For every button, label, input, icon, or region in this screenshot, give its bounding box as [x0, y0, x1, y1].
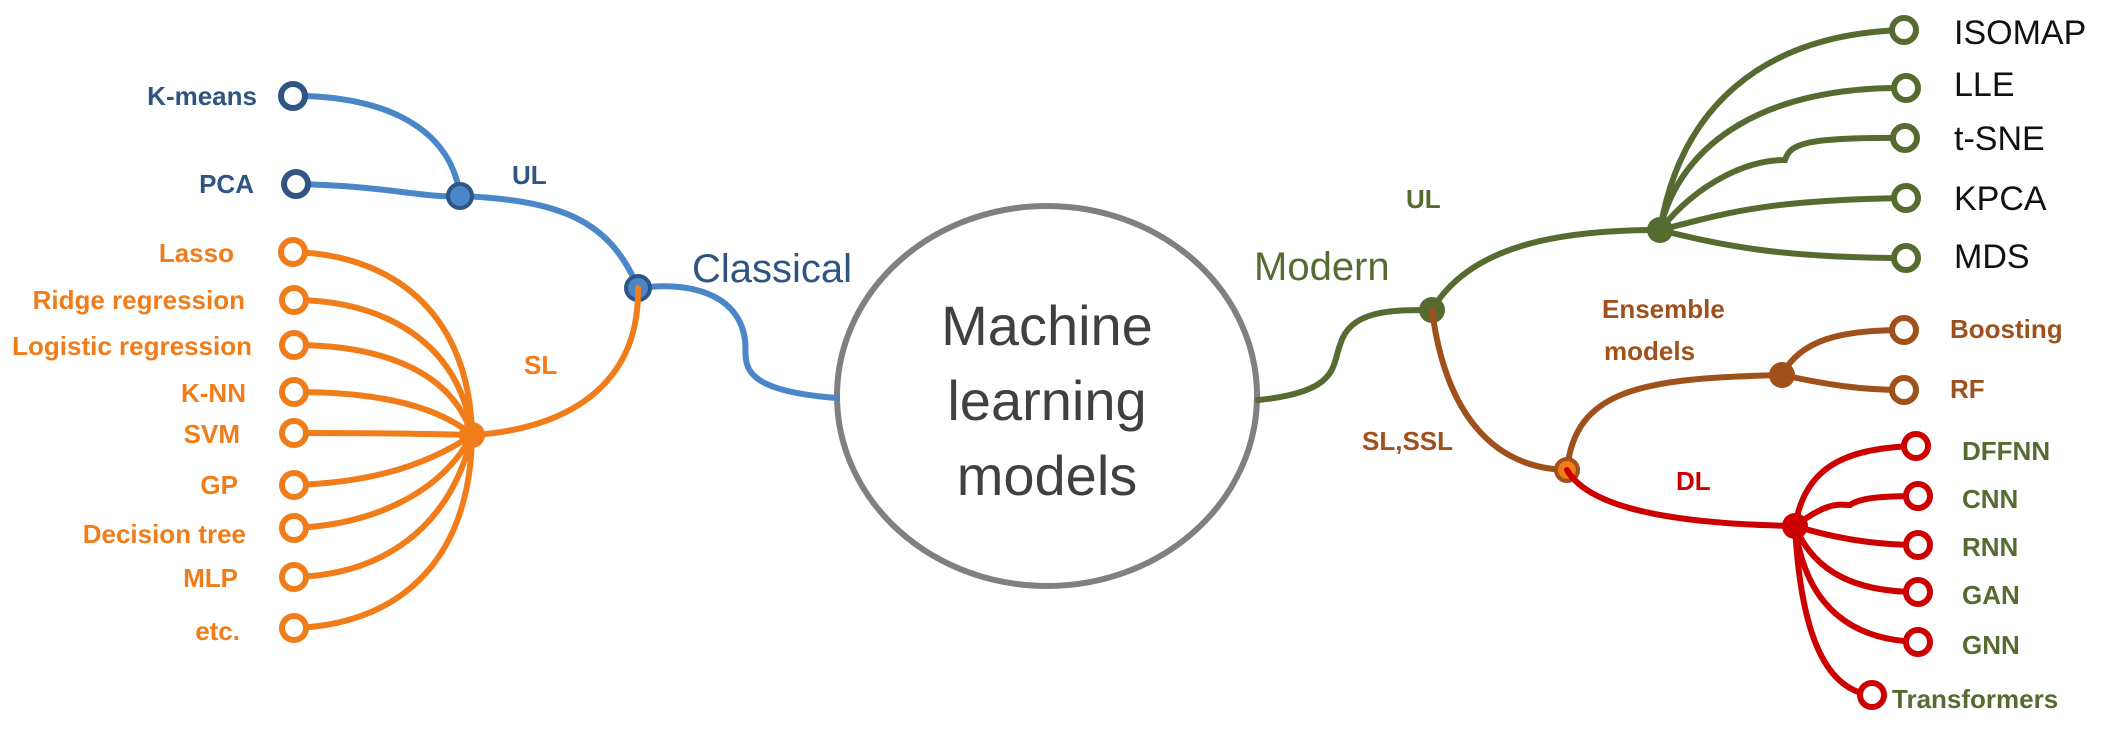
- ensemble-link: [1564, 372, 1785, 473]
- modern-label: Modern: [1254, 245, 1390, 289]
- dl-branch: [1564, 443, 1921, 698]
- gan-leaf[interactable]: [1903, 577, 1933, 607]
- classical-ul-pca-link: [293, 181, 463, 200]
- modern-sl-label: SL,SSL: [1362, 426, 1453, 456]
- decision-tree-leaf[interactable]: [279, 513, 309, 543]
- center-title-line1: Machine: [941, 294, 1153, 357]
- gan-label: GAN: [1962, 580, 2020, 610]
- classical-label: Classical: [692, 247, 852, 291]
- center-title-line3: models: [957, 444, 1138, 507]
- tsne-label: t-SNE: [1954, 120, 2045, 158]
- modern-trunk: [1255, 307, 1435, 403]
- decision-tree-label: Decision tree: [83, 519, 246, 549]
- modern-branch: [1255, 27, 1909, 403]
- ensemble-label-line1: Ensemble: [1602, 294, 1725, 324]
- classical-ul-kmeans-link: [290, 92, 463, 199]
- classical-ul-hub: [446, 182, 474, 210]
- classical-sl-label: SL: [524, 350, 557, 380]
- mlp-leaf[interactable]: [279, 562, 309, 592]
- etc-leaf[interactable]: [279, 613, 309, 643]
- classical-sl-link: [469, 285, 642, 438]
- boosting-leaf[interactable]: [1889, 315, 1919, 345]
- modern-sl-branch: [1429, 307, 1907, 473]
- pca-leaf[interactable]: [281, 169, 311, 199]
- dl-labels: DFFNN CNN RNN GAN GNN Transformers: [1892, 436, 2058, 714]
- gnn-label: GNN: [1962, 630, 2020, 660]
- ridge-label: Ridge regression: [33, 285, 245, 315]
- modern-ul-labels: ISOMAP LLE t-SNE KPCA MDS: [1954, 14, 2086, 276]
- isomap-label: ISOMAP: [1954, 14, 2086, 52]
- lasso-leaf[interactable]: [278, 237, 308, 267]
- dl-link: [1564, 467, 1798, 529]
- modern-ul-link: [1429, 227, 1663, 313]
- ensemble-label-line2: models: [1604, 336, 1695, 366]
- modern-ul-leaves: [1889, 15, 1921, 273]
- boosting-label: Boosting: [1950, 314, 2063, 344]
- kpca-leaf[interactable]: [1891, 183, 1921, 213]
- gnn-leaf[interactable]: [1903, 627, 1933, 657]
- lle-leaf[interactable]: [1891, 73, 1921, 103]
- mds-label: MDS: [1954, 238, 2030, 276]
- logistic-leaf[interactable]: [279, 330, 309, 360]
- dffnn-leaf[interactable]: [1901, 431, 1931, 461]
- knn-leaf[interactable]: [279, 377, 309, 407]
- dl-hub: [1782, 513, 1808, 539]
- dl-leaves: [1857, 431, 1933, 710]
- classical-sl-hub: [459, 422, 485, 448]
- cnn-leaf[interactable]: [1903, 481, 1933, 511]
- ridge-leaf[interactable]: [279, 285, 309, 315]
- rf-label: RF: [1950, 374, 1985, 404]
- knn-label: K-NN: [181, 378, 246, 408]
- gp-leaf[interactable]: [279, 470, 309, 500]
- svm-leaf[interactable]: [279, 418, 309, 448]
- pca-label: PCA: [199, 169, 254, 199]
- mlp-label: MLP: [183, 563, 238, 593]
- rnn-label: RNN: [1962, 532, 2018, 562]
- modern-ul-hub: [1647, 217, 1673, 243]
- dffnn-label: DFFNN: [1962, 436, 2050, 466]
- kpca-label: KPCA: [1954, 180, 2047, 218]
- lasso-label: Lasso: [159, 238, 234, 268]
- classical-sl-branch: [290, 249, 642, 631]
- transformers-label: Transformers: [1892, 684, 2058, 714]
- transformers-leaf[interactable]: [1857, 680, 1887, 710]
- logistic-label: Logistic regression: [12, 331, 252, 361]
- etc-label: etc.: [195, 616, 240, 646]
- modern-ul-label: UL: [1406, 184, 1441, 214]
- isomap-leaf[interactable]: [1889, 15, 1919, 45]
- modern-sl-link: [1429, 307, 1570, 473]
- classical-ul-link: [457, 193, 641, 291]
- gp-label: GP: [200, 470, 238, 500]
- mds-leaf[interactable]: [1891, 243, 1921, 273]
- classical-ul-label: UL: [512, 160, 547, 190]
- ensemble-hub: [1769, 362, 1795, 388]
- dl-label: DL: [1676, 466, 1711, 496]
- lle-label: LLE: [1954, 66, 2015, 104]
- kmeans-label: K-means: [147, 81, 257, 111]
- classical-sl-leaves: [278, 237, 309, 643]
- classical-trunk: [635, 283, 840, 401]
- svm-label: SVM: [184, 419, 240, 449]
- tsne-leaf[interactable]: [1890, 123, 1920, 153]
- rnn-leaf[interactable]: [1903, 530, 1933, 560]
- kmeans-leaf[interactable]: [278, 81, 308, 111]
- center-title-line2: learning: [947, 369, 1146, 432]
- classical-sl-labels: Lasso Ridge regression Logistic regressi…: [12, 238, 252, 646]
- rf-leaf[interactable]: [1889, 375, 1919, 405]
- cnn-label: CNN: [1962, 484, 2018, 514]
